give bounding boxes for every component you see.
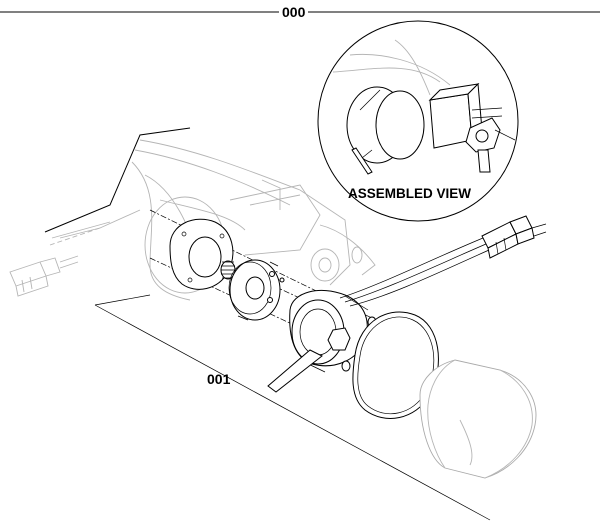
coil-housing (289, 289, 369, 373)
housing-outline (44, 127, 191, 233)
rotor-disc (228, 259, 281, 321)
lever-arm (267, 349, 323, 393)
assembled-view-label: ASSEMBLED VIEW (348, 186, 472, 201)
engine-housing-ghost (49, 139, 376, 301)
mounting-plate (169, 218, 234, 290)
small-bolts (267, 271, 285, 303)
flywheel-cover (419, 359, 537, 479)
callout-bracket-line (94, 304, 491, 521)
left-connector-ghost (9, 255, 79, 297)
inset-circle (317, 20, 519, 222)
callout-bracket-top (94, 294, 151, 306)
assembled-view-inset (317, 20, 519, 222)
wire-harness (339, 237, 490, 307)
right-connector (481, 215, 547, 259)
diagram-code-label: 000 (279, 4, 309, 20)
callout-code-label: 001 (207, 371, 231, 387)
